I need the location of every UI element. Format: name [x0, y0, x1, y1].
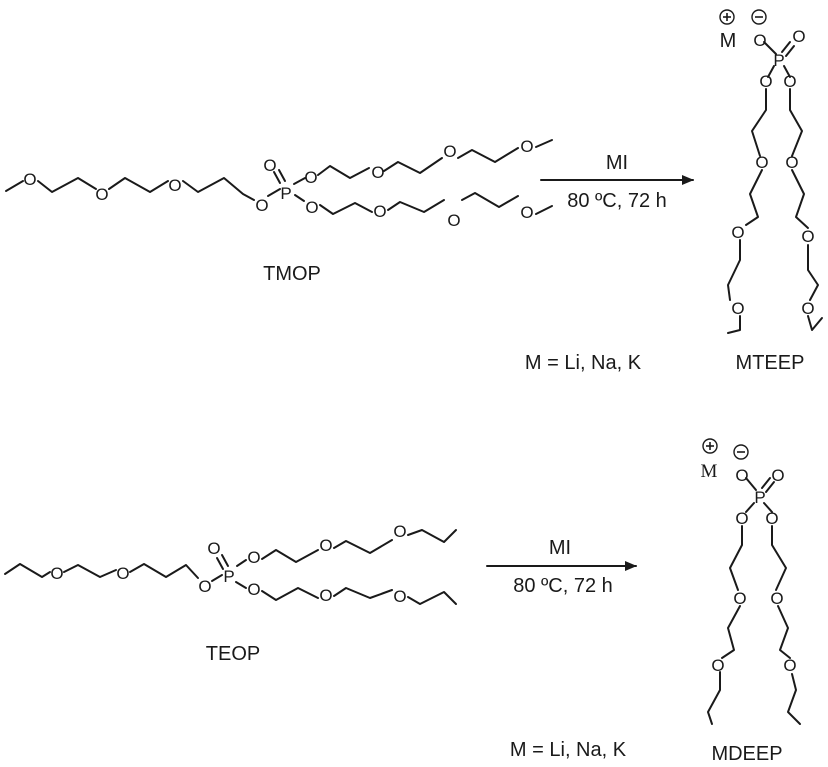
oxygen-atom-label: O [371, 163, 384, 182]
oxygen-atom-label: O [520, 137, 533, 156]
oxygen-atom-label: O [755, 153, 768, 172]
plus-circle-icon [702, 438, 718, 454]
oxygen-atom-label: O [95, 185, 108, 204]
oxygen-atom-label: O [759, 72, 772, 91]
oxygen-atom-label: O [263, 156, 276, 175]
phosphorus-atom-label: P [280, 184, 291, 203]
oxygen-atom-label: O [198, 577, 211, 596]
oxygen-atom-label: O [247, 548, 260, 567]
oxygen-atom-label: O [801, 227, 814, 246]
oxygen-atom-label: O [765, 509, 778, 528]
reagent-label-1: MI [606, 152, 628, 174]
oxygen-atom-label: O [305, 198, 318, 217]
oxygen-atom-label: O [393, 522, 406, 541]
metals-note-2: M = Li, Na, K [510, 739, 627, 761]
conditions-label-2: 80 ºC, 72 h [513, 575, 613, 597]
minus-circle-icon [751, 9, 767, 25]
oxygen-atom-label: O [520, 203, 533, 222]
mdeep-name-label: MDEEP [711, 743, 782, 765]
metal-cation-label: M [720, 30, 737, 52]
oxygen-atom-label: O [783, 72, 796, 91]
oxygen-atom-label: O [207, 539, 220, 558]
oxygen-atom-label: O [771, 466, 784, 485]
oxygen-atom-label: O [447, 211, 460, 230]
phosphorus-atom-label: P [773, 51, 784, 70]
oxygen-atom-label: O [393, 587, 406, 606]
metal-cation-label: M [701, 461, 718, 482]
oxygen-atom-label: O [735, 466, 748, 485]
tmop-atoms: O O O O P O O O O O O O O O [23, 137, 533, 230]
mdeep-atoms: O P O O O O O O O [711, 466, 796, 675]
reaction-2: O O O P O O O O O O O TEOP MI 80 ºC, 72 … [4, 438, 801, 765]
oxygen-atom-label: O [783, 656, 796, 675]
oxygen-atom-label: O [319, 586, 332, 605]
oxygen-atom-label: O [255, 196, 268, 215]
oxygen-atom-label: O [50, 564, 63, 583]
oxygen-atom-label: O [116, 564, 129, 583]
reagent-label-2: MI [549, 537, 571, 559]
tmop-name-label: TMOP [263, 263, 321, 285]
metals-note-1: M = Li, Na, K [525, 352, 642, 374]
cation-charge: M [719, 9, 737, 52]
mdeep-structure: M O P O O [701, 438, 801, 725]
conditions-label-1: 80 ºC, 72 h [567, 190, 667, 212]
oxygen-atom-label: O [753, 31, 766, 50]
mteep-bonds [727, 41, 823, 334]
oxygen-atom-label: O [168, 176, 181, 195]
phosphorus-atom-label: P [754, 488, 765, 507]
oxygen-atom-label: O [23, 170, 36, 189]
mteep-name-label: MTEEP [736, 352, 805, 374]
oxygen-atom-label: O [735, 509, 748, 528]
oxygen-atom-label: O [785, 153, 798, 172]
teop-name-label: TEOP [206, 643, 260, 665]
oxygen-atom-label: O [304, 168, 317, 187]
oxygen-atom-label: O [373, 202, 386, 221]
teop-bonds [4, 529, 457, 605]
phosphorus-atom-label: P [223, 567, 234, 586]
oxygen-atom-label: O [443, 142, 456, 161]
oxygen-atom-label: O [801, 299, 814, 318]
mdeep-bonds [707, 477, 801, 725]
tmop-structure: O O O O P O O O O O O O O O [5, 137, 553, 230]
oxygen-atom-label: O [731, 299, 744, 318]
cation-charge: M [701, 438, 718, 482]
oxygen-atom-label: O [247, 580, 260, 599]
tmop-bonds [5, 139, 553, 215]
mteep-structure: M O P [719, 9, 823, 334]
plus-circle-icon [719, 9, 735, 25]
oxygen-atom-label: O [731, 223, 744, 242]
teop-structure: O O O P O O O O O O O [4, 522, 457, 606]
teop-atoms: O O O P O O O O O O O [50, 522, 406, 606]
oxygen-atom-label: O [770, 589, 783, 608]
reaction-1: O O O O P O O O O O O O O O TMOP MI 80 º… [5, 9, 823, 374]
mteep-atoms: O P O O O O O O O O O [731, 27, 814, 318]
oxygen-atom-label: O [711, 656, 724, 675]
oxygen-atom-label: O [792, 27, 805, 46]
minus-circle-icon [733, 444, 749, 460]
oxygen-atom-label: O [733, 589, 746, 608]
oxygen-atom-label: O [319, 536, 332, 555]
